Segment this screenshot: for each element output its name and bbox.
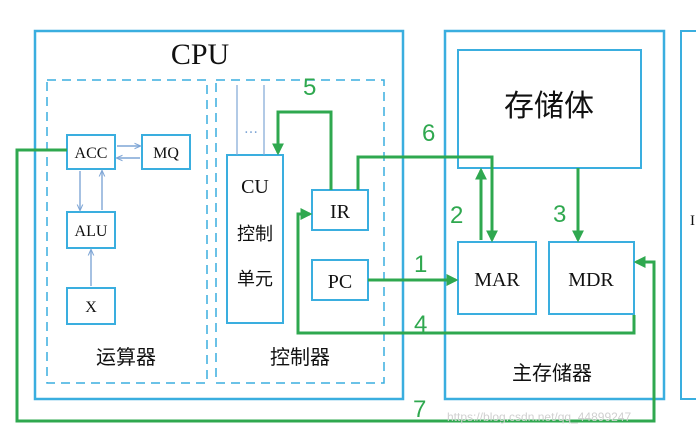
step-label-6: 6 [422, 120, 435, 147]
controller-box [215, 79, 385, 384]
storage-array-box [457, 49, 642, 169]
cu-label-line1: CU [241, 176, 269, 198]
mq-register [141, 134, 191, 170]
cu-box [226, 154, 284, 324]
mar-register [457, 241, 537, 315]
step-label-3: 3 [553, 201, 566, 228]
x-register [66, 287, 116, 325]
cu-label-line3: 单元 [237, 269, 273, 290]
step-label-2: 2 [450, 202, 463, 229]
acc-label: ACC [75, 145, 108, 162]
mdr-register [548, 241, 635, 315]
right-edge-text: I [690, 213, 695, 229]
control-signal-lines [236, 85, 265, 155]
flow-4-mdr-to-ir [296, 208, 636, 335]
ir-label: IR [330, 201, 351, 223]
alu-label: ALU [75, 223, 108, 240]
arithmetic-unit-label: 运算器 [96, 345, 156, 369]
flow-7-acc-to-mdr [15, 148, 656, 423]
mdr-label: MDR [568, 269, 614, 291]
mar-label: MAR [474, 269, 520, 291]
storage-array-label: 存储体 [504, 89, 594, 124]
internal-datapaths [80, 146, 140, 286]
watermark-url: https://blog.csdn.net/qq_44899247 [447, 410, 631, 424]
main-memory-title: 主存储器 [512, 361, 592, 385]
cu-label-line2: 控制 [237, 224, 273, 245]
acc-register [66, 134, 116, 170]
right-edge-frame [680, 30, 696, 400]
step-label-4: 4 [414, 311, 427, 338]
flow-6-ir-to-mar [356, 155, 498, 243]
control-signal-dots: … [244, 121, 258, 137]
step-label-7: 7 [413, 396, 426, 423]
x-label: X [85, 299, 97, 316]
cpu-title: CPU [171, 38, 230, 71]
alu-box [66, 211, 116, 249]
flow-5-ir-to-cu [272, 110, 333, 190]
step-label-1: 1 [414, 251, 427, 278]
arithmetic-unit-box [46, 79, 208, 384]
pc-register [311, 259, 369, 301]
step-label-5: 5 [303, 74, 316, 101]
pc-label: PC [328, 271, 352, 293]
controller-label: 控制器 [270, 345, 330, 369]
flow-paths [15, 110, 656, 423]
mq-label: MQ [153, 145, 179, 162]
